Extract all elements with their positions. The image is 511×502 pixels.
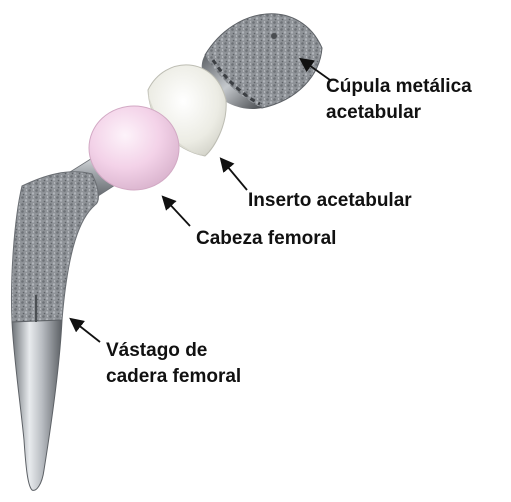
label-stem-line2: cadera femoral bbox=[106, 364, 241, 390]
label-cup: Cúpula metálica acetabular bbox=[326, 74, 472, 126]
label-head: Cabeza femoral bbox=[196, 226, 336, 252]
femoral-head bbox=[89, 106, 179, 190]
femoral-stem bbox=[11, 150, 126, 490]
label-stem: Vástago de cadera femoral bbox=[106, 338, 241, 390]
head-arrow bbox=[164, 198, 190, 226]
label-cup-line2: acetabular bbox=[326, 100, 472, 126]
label-head-text: Cabeza femoral bbox=[196, 226, 336, 252]
stem-arrow bbox=[72, 320, 100, 342]
label-insert-text: Inserto acetabular bbox=[248, 188, 412, 214]
label-insert: Inserto acetabular bbox=[248, 188, 412, 214]
label-cup-line1: Cúpula metálica bbox=[326, 74, 472, 100]
label-stem-line1: Vástago de bbox=[106, 338, 241, 364]
insert-arrow bbox=[222, 160, 247, 190]
